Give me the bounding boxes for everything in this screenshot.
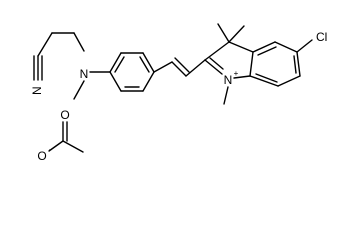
vinyl-double-a [171,61,187,77]
chemical-structure-drawing: N N N + Cl O [30,23,327,163]
benzene-bond-3 [142,52,155,73]
benzo-bond-5 [249,75,279,87]
benzene-bond-1 [109,52,122,73]
acetate-o-c-bond [48,140,64,152]
vinyl-double-b [174,57,190,73]
c-cl-bond [296,39,313,53]
acetate-oxygen-anion-label: O [37,149,46,163]
vinyl-bond-1 [153,61,173,73]
amine-nitrogen-label: N [80,67,89,81]
indolium-nitrogen-label: N [224,73,233,87]
vinyl-bond-2 [185,59,206,77]
indolium-bond-c7a-n1 [233,75,251,79]
nitrile-nitrogen-label: N [30,86,44,95]
benzene-double-2 [139,56,150,73]
c3-methyl-1 [217,23,230,43]
benzo-bond-2 [274,41,298,53]
indolium-bond-c2-n1-double [209,57,224,70]
benzo-double-3 [255,73,278,83]
indolium-bond-c2-n1 [204,59,223,75]
indolium-bond-c3-c3a [228,41,254,53]
c3-methyl-2 [228,25,245,43]
benzo-bond-3 [296,51,301,77]
benzo-bond-1 [252,41,276,53]
benzo-bond-4 [277,75,301,87]
chain-bond-3 [73,32,85,52]
indolium-charge: + [234,69,239,78]
indolium-bond-c3a-c7a [249,51,254,77]
structure-canvas: N N N + Cl O [30,23,327,163]
benzo-double-1 [257,46,277,56]
benzene-double-1 [114,56,125,73]
n-methyl-indolium [223,86,229,105]
n-methyl-bond [73,80,85,100]
benzene-bond-6 [109,71,122,92]
benzene-bond-4 [142,71,155,92]
benzo-double-2 [293,55,297,74]
indolium-bond-c2-c3 [204,41,230,61]
acetate-c-methyl-bond [62,140,84,153]
chlorine-label: Cl [316,30,327,44]
acetate-carbonyl-oxygen-label: O [60,108,69,122]
chain-bond-1 [37,32,53,57]
